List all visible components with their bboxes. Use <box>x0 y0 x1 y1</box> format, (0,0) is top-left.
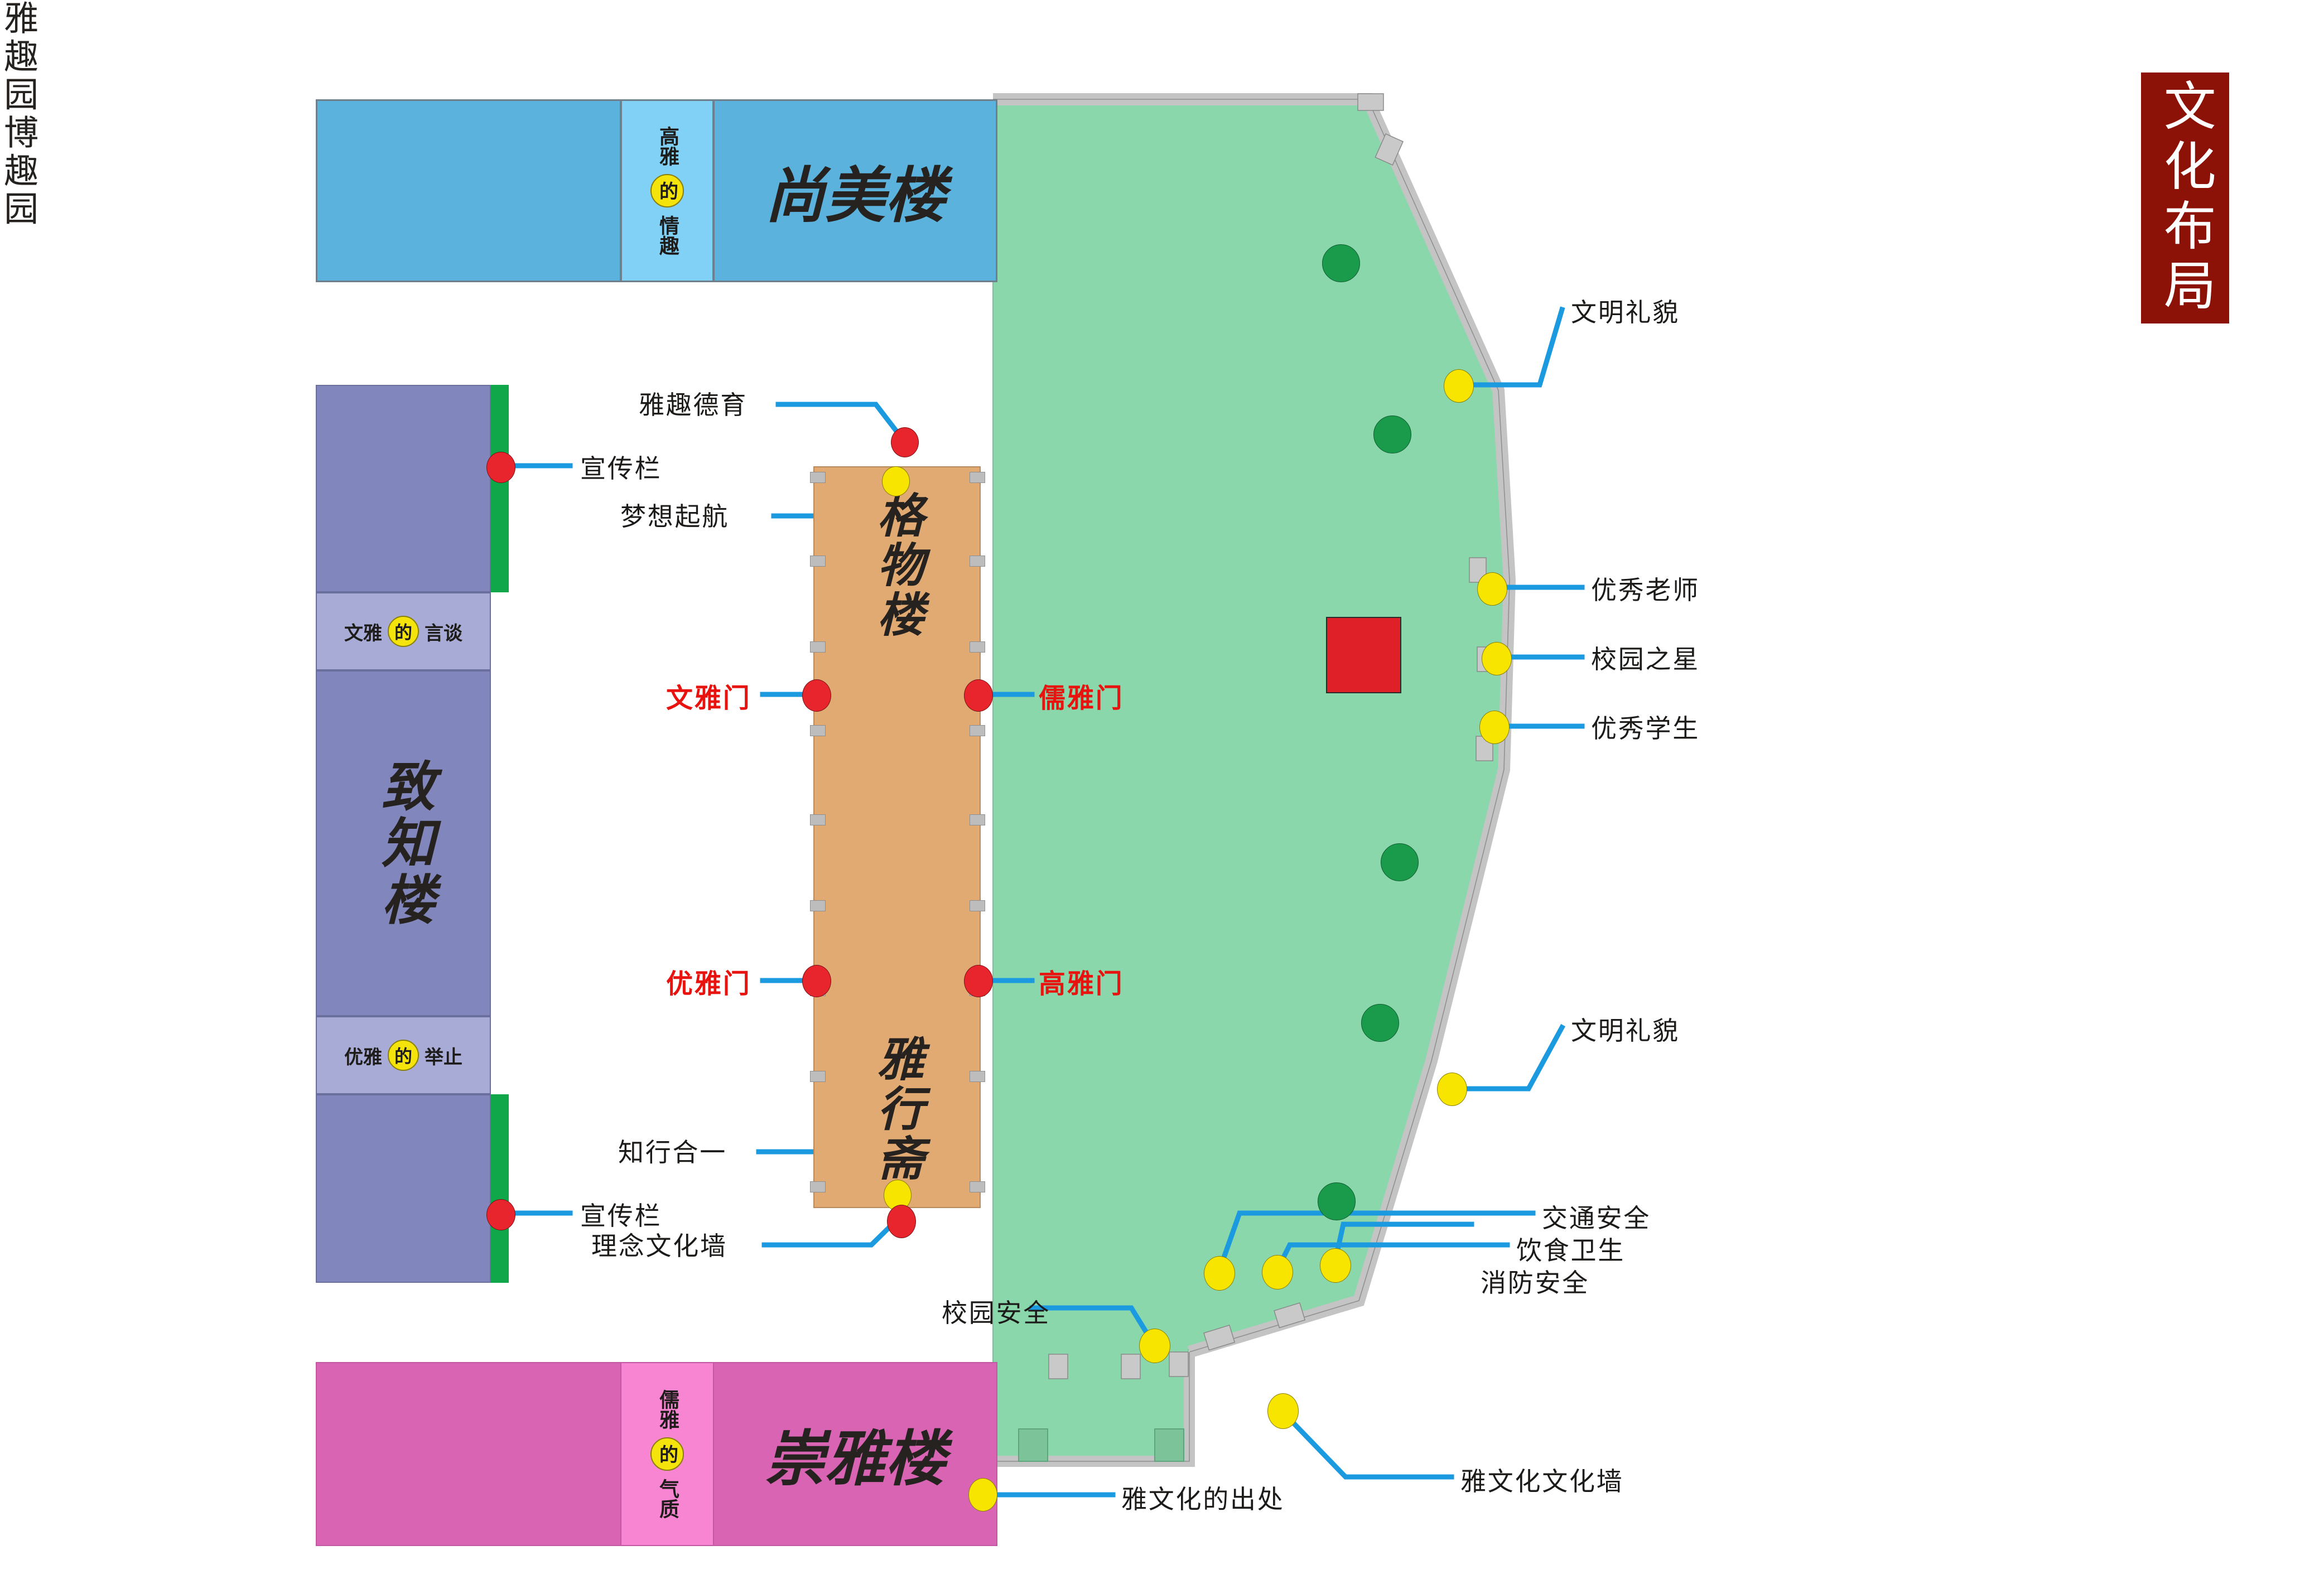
slogan-text-post: 情趣 <box>656 215 679 255</box>
label-xiaoyuan-anquan: 校园安全 <box>942 1298 1051 1328</box>
label-jiaotong-anquan: 交通安全 <box>1542 1203 1651 1233</box>
marker-mengxiang-qihang[interactable] <box>882 466 910 496</box>
slogan-text-pre: 文雅 <box>344 622 382 645</box>
marker-linian-wenhuaqiang[interactable] <box>887 1205 916 1238</box>
slogan-text-pre: 高雅 <box>656 126 679 166</box>
building-gewu-yaxing[interactable]: 格物楼 雅行斋 <box>813 466 981 1208</box>
marker-xuanchuanlan-2[interactable] <box>486 1199 515 1230</box>
label-gate-youya: 优雅门 <box>666 968 751 999</box>
green-door-markers <box>1018 1428 1184 1462</box>
building-zhizhi-middle[interactable]: 致知楼 <box>316 670 491 1016</box>
marker-jiaotong-anquan[interactable] <box>1204 1256 1235 1291</box>
marker-xiaoyuan-zhixing[interactable] <box>1482 642 1512 675</box>
slogan-de-badge: 的 <box>388 616 419 647</box>
zhizhi-slogan-band-1[interactable]: 文雅 的 言谈 <box>316 592 491 670</box>
campus-wall-south-outline <box>996 1352 1190 1462</box>
label-xiaofang-anquan: 消防安全 <box>1481 1268 1590 1298</box>
marker-xiaoyuan-anquan[interactable] <box>1139 1329 1170 1363</box>
title-banner-text: 文化布局 <box>2154 78 2216 318</box>
marker-yinshi-weisheng[interactable] <box>1262 1255 1293 1290</box>
green-strip-lower <box>491 1094 509 1283</box>
slogan-text-post: 举止 <box>425 1046 462 1069</box>
garden-name-yaqu: 雅趣园 <box>0 0 39 114</box>
slogan-ruya-qizhi: 儒雅 的 气质 <box>621 1363 713 1545</box>
tree <box>1381 843 1419 881</box>
slogan-wenya-yantan: 文雅 的 言谈 <box>317 593 490 669</box>
marker-gate-gaoya[interactable] <box>964 965 993 997</box>
marker-wenming-limao-2[interactable] <box>1437 1073 1467 1106</box>
marker-xuanchuanlan-1[interactable] <box>486 452 515 483</box>
label-yaqu-deyu: 雅趣德育 <box>639 390 748 420</box>
building-zhizhi-lower[interactable] <box>316 1094 491 1283</box>
building-name-chongya: 崇雅楼 <box>764 1424 946 1494</box>
label-zhixing-heyi: 知行合一 <box>618 1137 727 1167</box>
building-chongya-right[interactable]: 崇雅楼 <box>713 1362 997 1546</box>
slogan-youya-juzhi: 优雅 的 举止 <box>317 1017 490 1093</box>
boqu-garden-shape <box>992 101 1507 1462</box>
label-youxiu-xuesheng: 优秀学生 <box>1591 713 1700 743</box>
wall-pilasters <box>1048 93 1494 1379</box>
marker-yaqu-deyu[interactable] <box>891 427 919 457</box>
tree <box>1361 1004 1399 1042</box>
slogan-text-post: 言谈 <box>425 622 462 645</box>
building-shangmei-left[interactable] <box>316 99 621 282</box>
building-chongya-left[interactable] <box>316 1362 621 1546</box>
label-xuanchuanlan-1: 宣传栏 <box>580 453 662 484</box>
tree <box>1322 244 1360 282</box>
slogan-text-post: 气质 <box>656 1479 679 1519</box>
marker-youxiu-xuesheng[interactable] <box>1479 711 1510 744</box>
zhizhi-slogan-band-2[interactable]: 优雅 的 举止 <box>316 1016 491 1094</box>
marker-gate-wenya[interactable] <box>802 679 831 712</box>
label-yinshi-weisheng: 饮食卫生 <box>1516 1235 1626 1266</box>
label-xiaoyuan-zhixing: 校园之星 <box>1591 644 1700 674</box>
slogan-de-badge: 的 <box>650 174 684 207</box>
label-linian-wenhuaqiang: 理念文化墙 <box>591 1231 727 1261</box>
building-shangmei-slogan-panel[interactable]: 高雅 的 情趣 <box>620 99 714 282</box>
building-zhizhi-upper[interactable] <box>316 385 491 592</box>
title-banner: 文化布局 <box>2141 73 2229 323</box>
marker-gate-youya[interactable] <box>802 965 831 997</box>
building-chongya-slogan-panel[interactable]: 儒雅 的 气质 <box>620 1362 714 1546</box>
label-wenming-limao-2: 文明礼貌 <box>1571 1016 1680 1046</box>
tree <box>1373 416 1411 453</box>
green-strip-upper <box>491 385 509 592</box>
marker-yawenhua-qiang[interactable] <box>1267 1393 1299 1429</box>
label-wenming-limao-1: 文明礼貌 <box>1571 297 1680 327</box>
building-name-shangmei: 尚美楼 <box>764 161 946 231</box>
slogan-text-pre: 儒雅 <box>656 1389 679 1430</box>
marker-gate-ruya[interactable] <box>964 679 993 712</box>
campus-wall-outline <box>993 99 1510 1353</box>
building-shangmei-right[interactable]: 尚美楼 <box>713 99 997 282</box>
slogan-text-pre: 优雅 <box>344 1046 382 1069</box>
building-name-yaxing: 雅行斋 <box>870 1034 925 1184</box>
marker-wenming-limao-1[interactable] <box>1444 369 1474 403</box>
label-gate-ruya: 儒雅门 <box>1039 683 1124 714</box>
label-gate-gaoya: 高雅门 <box>1039 968 1124 999</box>
slogan-de-badge: 的 <box>388 1040 419 1071</box>
campus-wall-south <box>996 1352 1195 1467</box>
label-gate-wenya: 文雅门 <box>666 683 751 714</box>
campus-wall <box>993 93 1516 1358</box>
label-mengxiang-qihang: 梦想起航 <box>620 501 730 532</box>
marker-yawenhua-chuchu[interactable] <box>968 1478 997 1511</box>
marker-youxiu-laoshi[interactable] <box>1477 572 1507 606</box>
slogan-de-badge: 的 <box>650 1437 684 1471</box>
slogan-gaoya-qingqu: 高雅 的 情趣 <box>622 101 712 281</box>
label-yawenhua-qiang: 雅文化文化墙 <box>1460 1466 1624 1496</box>
marker-xiaofang-anquan[interactable] <box>1320 1248 1351 1283</box>
building-name-gewu: 格物楼 <box>870 491 925 640</box>
label-xuanchuanlan-2: 宣传栏 <box>580 1201 662 1231</box>
flag-platform <box>1326 617 1401 693</box>
label-yawenhua-chuchu: 雅文化的出处 <box>1121 1484 1285 1514</box>
label-youxiu-laoshi: 优秀老师 <box>1591 575 1700 605</box>
building-name-zhizhi: 致知楼 <box>372 758 436 929</box>
garden-name-boqu: 博趣园 <box>0 114 39 229</box>
tree <box>1318 1182 1356 1220</box>
